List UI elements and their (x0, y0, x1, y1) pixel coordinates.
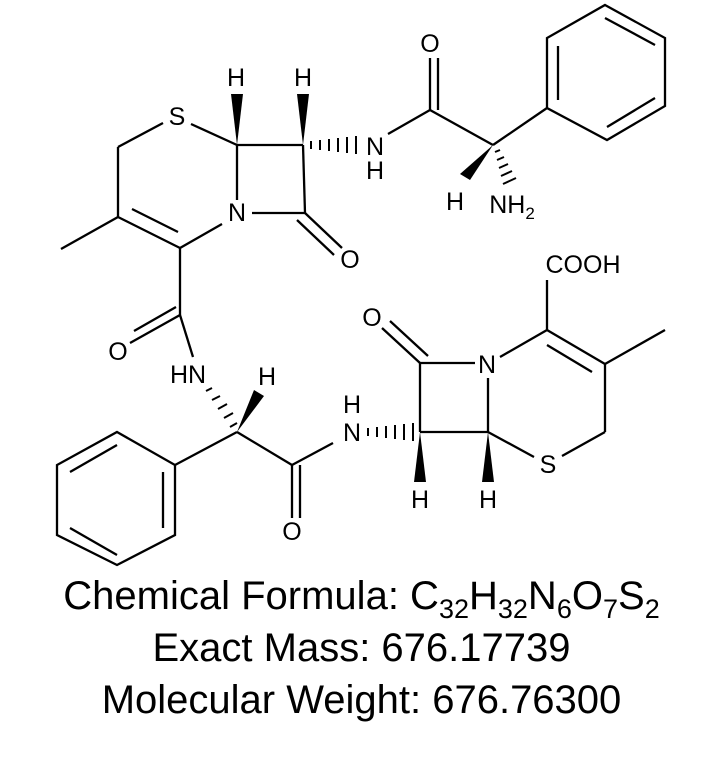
oxygen-atom: O (108, 338, 127, 366)
oxygen-atom: O (420, 30, 439, 58)
hydrogen-atom: H (366, 157, 384, 185)
nitrogen-atom: N (343, 419, 361, 447)
hydrogen-atom: H (258, 363, 276, 391)
sulfur-atom: S (540, 451, 557, 479)
formula-n: N6 (527, 574, 572, 624)
hydrogen-atom: H (479, 486, 497, 514)
carboxylic-acid-group: COOH (546, 251, 621, 279)
benzene-ring (545, 3, 667, 142)
sulfur-atom: S (169, 103, 186, 131)
upper-cephem-core: S N H H O N H (60, 64, 384, 274)
benzene-ring (55, 430, 177, 567)
lower-phenylglycyl-group: O HN H O N H (55, 248, 361, 567)
compound-properties: Chemical Formula: C32H32N6O7S2 Exact Mas… (0, 570, 723, 726)
lower-cephem-core: O N S H H COOH (362, 251, 666, 514)
chemical-formula: Chemical Formula: C32H32N6O7S2 (0, 570, 723, 624)
formula-prefix: Chemical Formula: (63, 574, 411, 618)
amino-group: NH2 (489, 191, 535, 223)
exact-mass: Exact Mass: 676.17739 (152, 626, 571, 670)
nitrogen-atom: N (366, 133, 384, 161)
hydrogen-atom: H (227, 64, 245, 92)
upper-phenylglycyl-group: O H NH2 (387, 3, 667, 223)
nitrogen-atom: N (478, 351, 496, 379)
formula-s: S2 (618, 574, 660, 624)
hash-bond (367, 423, 414, 441)
hydrogen-atom: H (411, 486, 429, 514)
oxygen-atom: O (340, 246, 359, 274)
hash-bond (310, 136, 357, 154)
hash-bond (494, 149, 517, 185)
oxygen-atom: O (362, 304, 381, 332)
formula-o: O7 (571, 574, 618, 624)
hydrogen-atom: H (446, 188, 464, 216)
nitrogen-atom: N (228, 199, 246, 227)
formula-h: H32 (468, 574, 528, 624)
hydrogen-atom: H (294, 64, 312, 92)
hash-bond (205, 387, 238, 428)
amide-nh-group: HN (170, 361, 206, 389)
hydrogen-atom: H (343, 391, 361, 419)
formula-c: C32 (410, 574, 469, 624)
molecular-weight: Molecular Weight: 676.76300 (101, 678, 622, 722)
chemical-structure-diagram: S N H H O N H O H NH2 (55, 3, 667, 567)
oxygen-atom: O (282, 518, 301, 546)
